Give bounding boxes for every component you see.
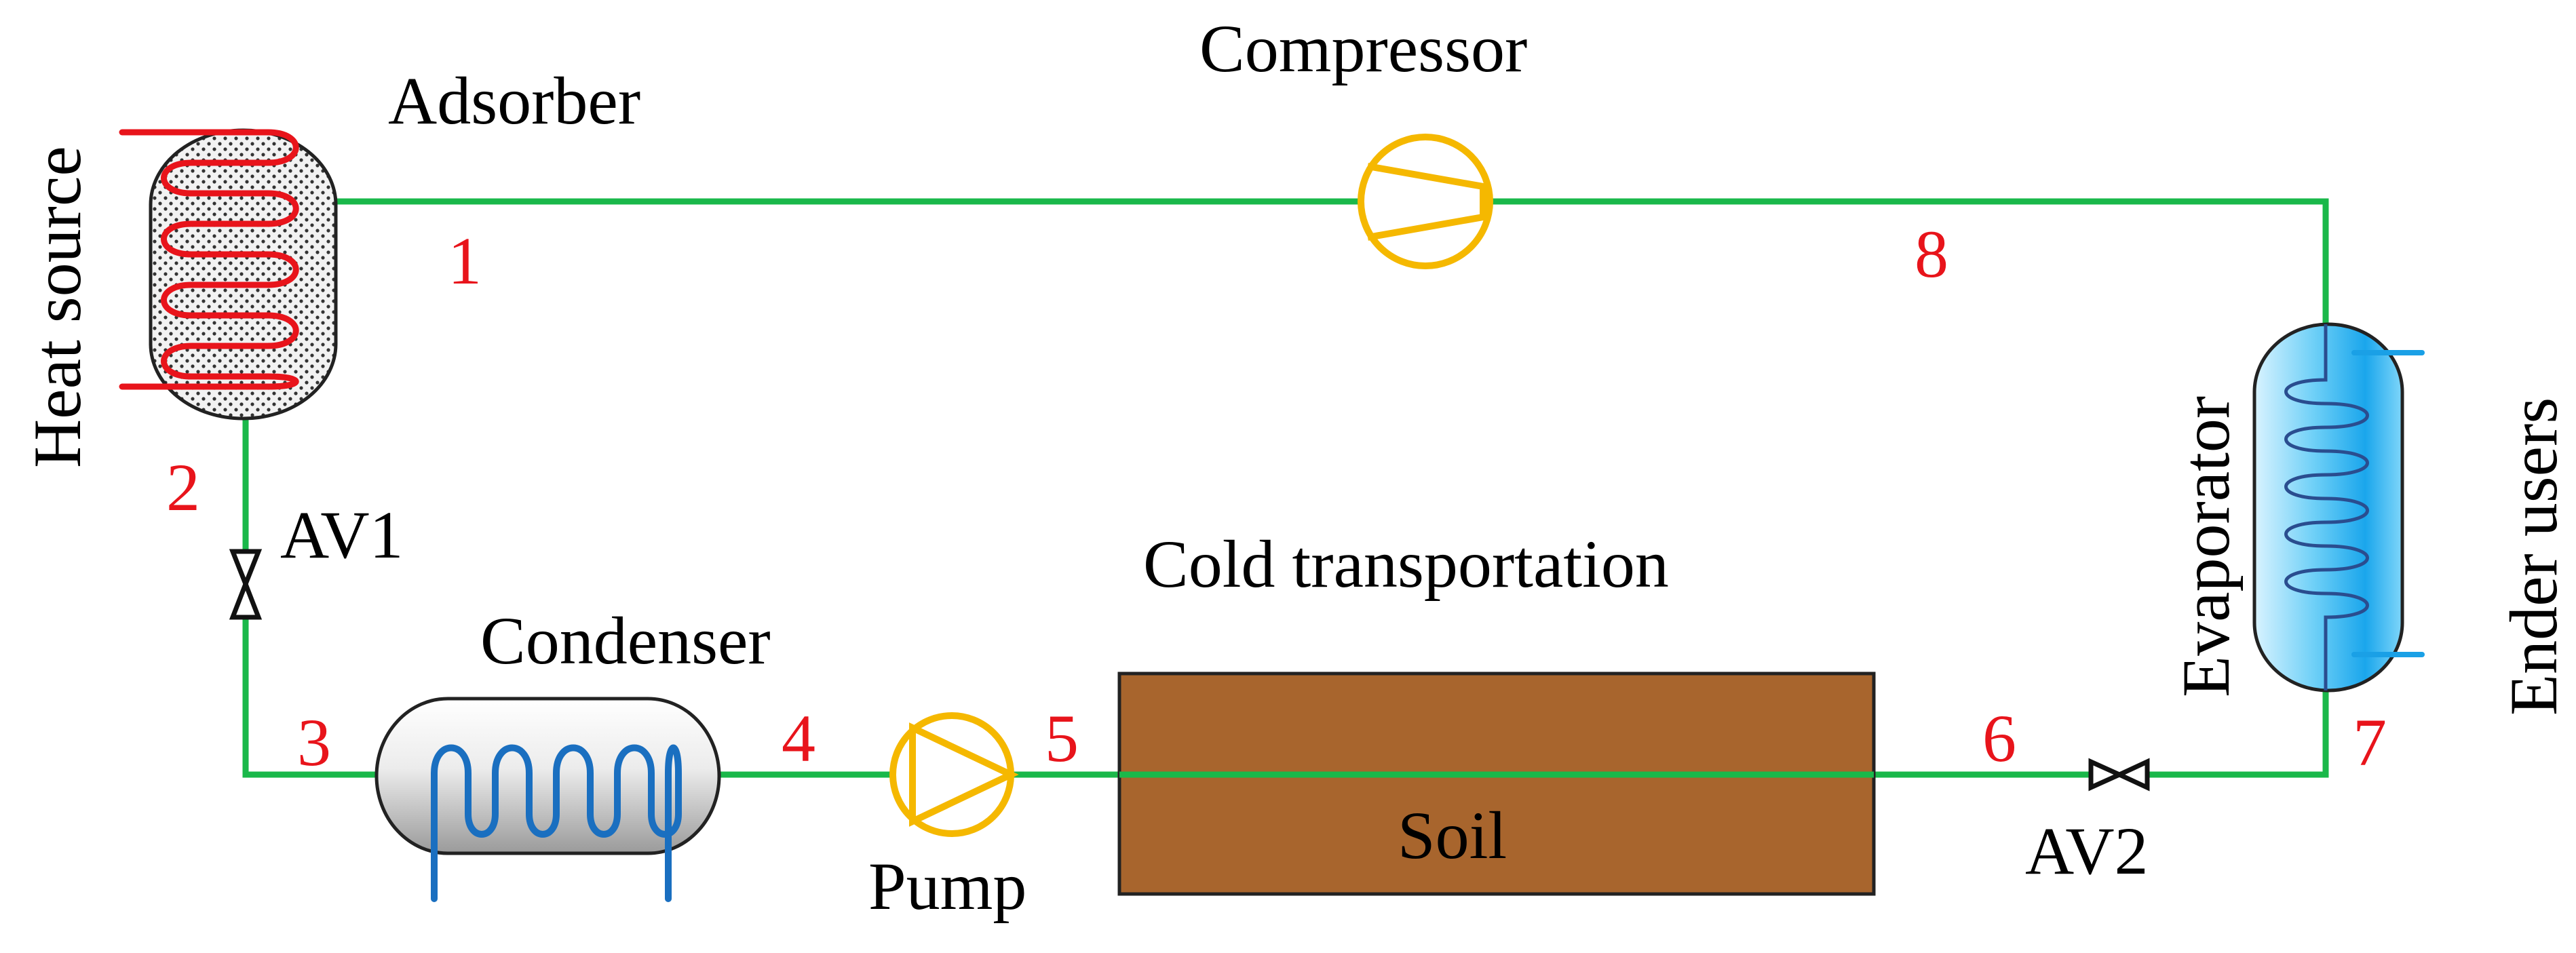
heat-source-coil <box>119 129 299 390</box>
evaporator-coil <box>2284 324 2369 691</box>
soil-block <box>1117 672 1876 896</box>
state-point-4: 4 <box>782 701 815 776</box>
pipe-segment-3 <box>242 614 380 778</box>
cold-transportation-label: Cold transportation <box>1143 526 1669 602</box>
state-point-1: 1 <box>448 223 482 298</box>
compressor-symbol-icon <box>1367 163 1486 241</box>
soil-label: Soil <box>1398 798 1507 873</box>
av1-label: AV1 <box>280 497 404 572</box>
adsorber <box>119 128 338 421</box>
av2-valve <box>2088 758 2150 792</box>
ender-users-coil <box>2351 350 2425 657</box>
state-point-8: 8 <box>1915 216 1948 292</box>
condenser-vessel <box>374 697 721 855</box>
compressor <box>1358 134 1493 269</box>
adsorber-label: Adsorber <box>388 63 640 138</box>
evaporator-vessel <box>2252 322 2404 693</box>
ender-users-label: Ender users <box>2496 397 2571 716</box>
condenser-coil <box>431 744 682 902</box>
compressor-casing <box>1358 134 1493 269</box>
state-point-3: 3 <box>297 705 331 780</box>
pump-label: Pump <box>868 849 1026 924</box>
evaporator <box>2252 322 2425 693</box>
heat-source-label: Heat source <box>20 146 95 468</box>
pump <box>889 712 1019 837</box>
state-point-6: 6 <box>1982 701 2016 776</box>
pipe-segment-7 <box>2144 687 2329 778</box>
state-point-2: 2 <box>166 450 200 525</box>
av1-valve <box>229 549 263 620</box>
evaporator-label: Evaporator <box>2168 396 2244 697</box>
state-point-5: 5 <box>1045 701 1079 776</box>
state-point-7: 7 <box>2353 705 2387 780</box>
pipe-segment-8 <box>1486 198 2329 328</box>
av2-label: AV2 <box>2025 813 2149 889</box>
condenser-label: Condenser <box>480 603 771 678</box>
compressor-label: Compressor <box>1199 11 1527 86</box>
pump-symbol-icon <box>909 722 1019 827</box>
condenser <box>374 697 721 902</box>
